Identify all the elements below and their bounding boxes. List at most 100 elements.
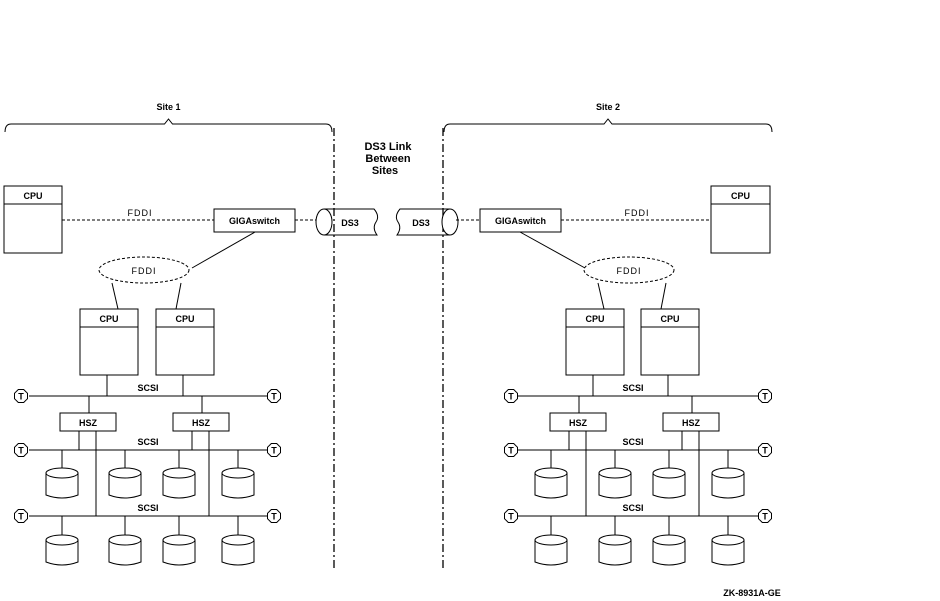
disk-body	[534, 540, 568, 566]
terminator-label: T	[762, 392, 768, 402]
disk-drive	[108, 467, 142, 499]
terminator-shape	[267, 389, 281, 403]
cpu-label: CPU	[99, 314, 118, 324]
scsi-bus-label: SCSI	[137, 503, 158, 513]
scsi-terminator: T	[758, 443, 772, 457]
scsi-terminator: T	[504, 389, 518, 403]
cpu-box	[79, 308, 139, 376]
scsi-terminator: T	[267, 509, 281, 523]
cpu-box	[3, 185, 63, 254]
disk-drive	[711, 467, 745, 499]
hsz-box	[172, 412, 230, 432]
disk-top	[45, 467, 79, 479]
disk-top	[108, 534, 142, 546]
hsz-label: HSZ	[79, 418, 98, 428]
disk-top	[108, 467, 142, 479]
disk-body	[162, 540, 196, 566]
disk-top	[221, 467, 255, 479]
disk-drive	[652, 534, 686, 566]
scsi-bus-label: SCSI	[622, 437, 643, 447]
scsi-terminator: T	[504, 443, 518, 457]
disk-drive	[598, 467, 632, 499]
fddi-ring-label: FDDI	[617, 266, 642, 276]
ring-to-cpu	[660, 282, 667, 310]
disk-body	[108, 473, 142, 499]
cpu-node: CPU	[710, 185, 771, 254]
hsz-box	[662, 412, 720, 432]
terminator-shape	[504, 389, 518, 403]
ds3-pipe-body	[395, 208, 450, 236]
gigaswitch-to-ring	[191, 231, 256, 269]
hsz-controller: HSZ	[59, 412, 117, 432]
hsz-controller: HSZ	[549, 412, 607, 432]
scsi-terminator: T	[758, 389, 772, 403]
gigaswitch-label: GIGAswitch	[495, 216, 546, 226]
scsi-terminator: T	[267, 443, 281, 457]
fddi-link-label: FDDI	[625, 208, 650, 218]
disk-body	[598, 540, 632, 566]
gigaswitch: GIGAswitch	[213, 208, 296, 233]
fddi-ring-label: FDDI	[132, 266, 157, 276]
cpu-label: CPU	[731, 191, 750, 201]
terminator-label: T	[271, 446, 277, 456]
disk-top	[598, 534, 632, 546]
terminator-shape	[14, 389, 28, 403]
terminator-label: T	[271, 392, 277, 402]
cpu-node: CPU	[3, 185, 63, 254]
disk-top	[711, 534, 745, 546]
hsz-controller: HSZ	[172, 412, 230, 432]
cpu-box	[640, 308, 700, 376]
disk-body	[652, 473, 686, 499]
hsz-label: HSZ	[682, 418, 701, 428]
scsi-terminator: T	[14, 443, 28, 457]
disk-drive	[162, 534, 196, 566]
terminator-label: T	[508, 446, 514, 456]
gigaswitch-label: GIGAswitch	[229, 216, 280, 226]
terminator-label: T	[18, 512, 24, 522]
hsz-box	[59, 412, 117, 432]
terminator-shape	[267, 443, 281, 457]
disk-body	[711, 473, 745, 499]
terminator-label: T	[18, 392, 24, 402]
fddi-link-label: FDDI	[128, 208, 153, 218]
disk-body	[45, 540, 79, 566]
terminator-label: T	[508, 512, 514, 522]
cpu-box	[710, 185, 771, 254]
scsi-bus-label: SCSI	[622, 383, 643, 393]
terminator-shape	[758, 389, 772, 403]
scsi-terminator: T	[758, 509, 772, 523]
link-title-line-1: DS3 Link	[364, 141, 412, 153]
terminator-shape	[758, 443, 772, 457]
link-title-line-2: Between	[365, 153, 411, 165]
cpu-box	[565, 308, 625, 376]
disk-top	[652, 534, 686, 546]
terminator-shape	[267, 509, 281, 523]
ds3-pipe-body	[324, 208, 379, 236]
terminator-shape	[14, 509, 28, 523]
disk-top	[162, 467, 196, 479]
site-label: Site 1	[156, 102, 180, 112]
disk-body	[598, 473, 632, 499]
ring-to-cpu	[175, 282, 182, 310]
terminator-shape	[504, 509, 518, 523]
disk-top	[534, 467, 568, 479]
disk-drive	[162, 467, 196, 499]
cpu-node: CPU	[155, 308, 215, 376]
disk-body	[45, 473, 79, 499]
gigaswitch: GIGAswitch	[479, 208, 562, 233]
ds3-pipe-end	[315, 208, 333, 236]
hsz-label: HSZ	[569, 418, 588, 428]
ds3-label-right: DS3	[412, 218, 430, 228]
disk-top	[598, 467, 632, 479]
scsi-bus-label: SCSI	[137, 383, 158, 393]
cpu-box	[155, 308, 215, 376]
disk-drive	[45, 534, 79, 566]
disk-drive	[534, 467, 568, 499]
cpu-node: CPU	[79, 308, 139, 376]
terminator-label: T	[271, 512, 277, 522]
site-label: Site 2	[596, 102, 620, 112]
